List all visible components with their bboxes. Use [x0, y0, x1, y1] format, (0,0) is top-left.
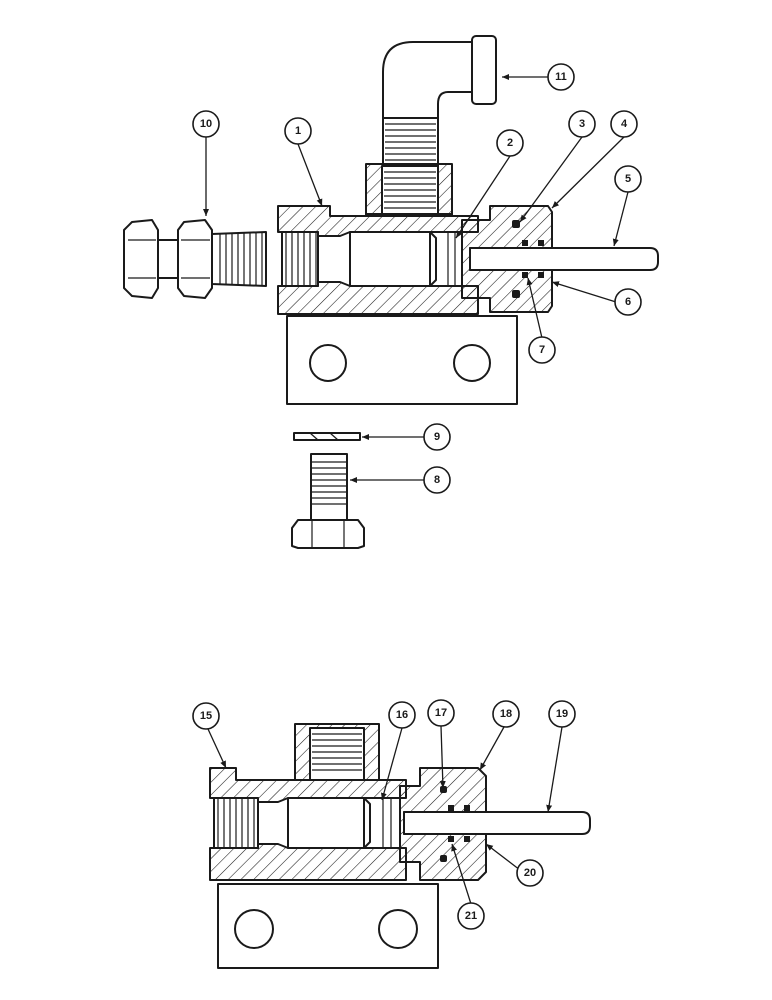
callout-20: 20 — [516, 859, 544, 887]
callout-9: 9 — [423, 423, 451, 451]
callout-11: 11 — [547, 63, 575, 91]
hose-adapter — [123, 219, 267, 299]
bolt — [291, 453, 365, 549]
callout-2: 2 — [496, 129, 524, 157]
callout-label-9: 9 — [434, 431, 440, 443]
callout-label-11: 11 — [555, 71, 567, 83]
callout-label-21: 21 — [465, 910, 477, 922]
callout-label-18: 18 — [500, 708, 512, 720]
elbow-fitting — [382, 35, 497, 175]
callout-label-15: 15 — [200, 710, 212, 722]
leader-lines — [203, 74, 629, 905]
callout-label-1: 1 — [295, 125, 301, 137]
callout-1: 1 — [284, 117, 312, 145]
valve-body — [277, 163, 553, 315]
callout-6: 6 — [614, 288, 642, 316]
lower-mounting-block — [217, 883, 439, 969]
callout-label-19: 19 — [556, 708, 568, 720]
mounting-block — [286, 315, 518, 405]
lower-valve-body — [209, 723, 487, 881]
callout-label-10: 10 — [200, 118, 212, 130]
lower-valve-stem — [403, 811, 591, 835]
callout-label-6: 6 — [625, 296, 631, 308]
upper-assembly — [123, 35, 659, 549]
callout-19: 19 — [548, 700, 576, 728]
callout-3: 3 — [568, 110, 596, 138]
callout-8: 8 — [423, 466, 451, 494]
callout-label-16: 16 — [396, 709, 408, 721]
callout-16: 16 — [388, 701, 416, 729]
callout-15: 15 — [192, 702, 220, 730]
callout-label-2: 2 — [507, 137, 513, 149]
callout-label-17: 17 — [435, 707, 447, 719]
lower-assembly — [209, 723, 591, 969]
callout-label-3: 3 — [579, 118, 585, 130]
callout-4: 4 — [610, 110, 638, 138]
callout-label-5: 5 — [625, 173, 631, 185]
callout-21: 21 — [457, 902, 485, 930]
callout-18: 18 — [492, 700, 520, 728]
washer — [293, 432, 361, 441]
callout-label-4: 4 — [621, 118, 628, 130]
callout-17: 17 — [427, 699, 455, 727]
callout-7: 7 — [528, 336, 556, 364]
callout-5: 5 — [614, 165, 642, 193]
valve-stem — [469, 247, 659, 271]
callout-10: 10 — [192, 110, 220, 138]
callout-label-20: 20 — [524, 867, 536, 879]
callout-label-8: 8 — [434, 474, 440, 486]
callout-label-7: 7 — [539, 344, 545, 356]
